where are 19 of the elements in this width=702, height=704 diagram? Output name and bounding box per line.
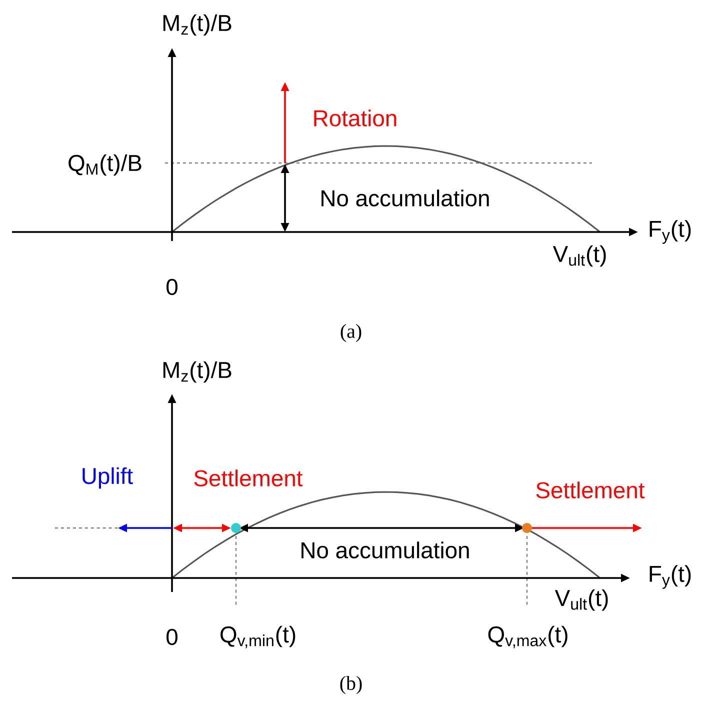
annotation-label: Settlement [536,482,645,498]
axis-label: F$_{y}$(t) [650,220,691,244]
axis-label: M$_{z}$(t)/B [163,361,232,383]
axis-label: V$_{ult}$(t) [554,589,608,611]
panel-caption: (b) [340,676,362,694]
annotation-label: No accumulation [302,542,469,558]
tick-label: Q$_{v,max}$(t) [488,626,568,648]
axis-label: Q$_{M}$(t)/B [68,154,142,176]
annotation-label: Rotation [314,110,396,126]
axis-label: F$_{y}$(t) [650,565,691,589]
panel-caption: (a) [340,324,362,342]
axis-label: V$_{ult}$(t) [552,245,606,267]
annotation-label: Settlement [194,470,303,486]
tick-label: 0 [166,278,178,296]
annotation-label: Uplift [82,467,133,489]
annotation-label: No accumulation [322,190,489,206]
tick-label: Q$_{v,min}$(t) [220,626,296,648]
axis-label: M$_{z}$(t)/B [163,14,232,36]
tick-label: 0 [166,628,178,646]
